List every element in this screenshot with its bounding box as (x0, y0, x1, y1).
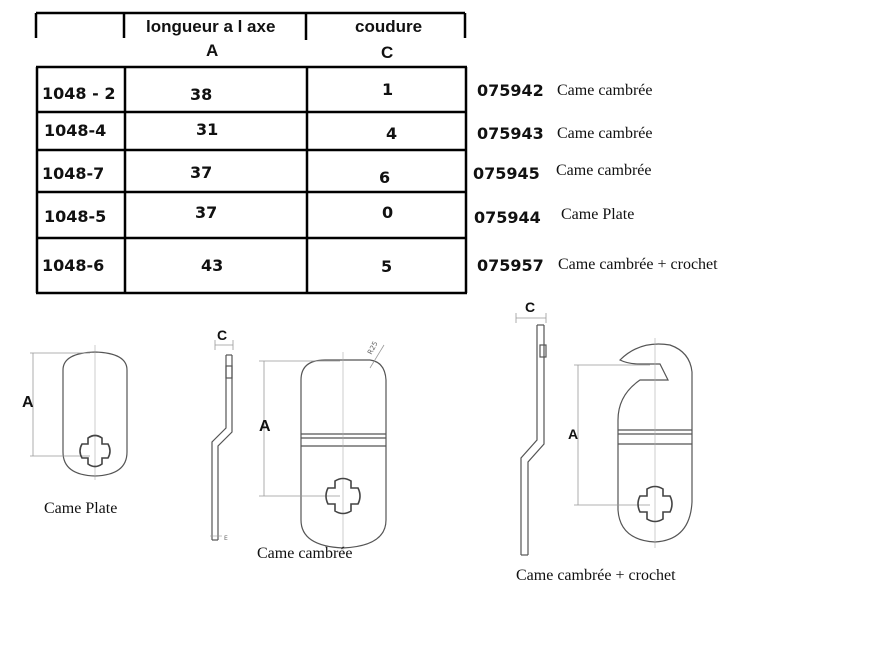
crochet-dim-c: C (525, 299, 536, 315)
header-length-label: longueur a l axe (146, 17, 276, 36)
row-desc: Came cambrée (556, 162, 652, 179)
row-ref: 1048-6 (42, 256, 105, 275)
row-c: 6 (379, 168, 391, 187)
cambree-dim-c: C (217, 327, 228, 343)
row-code: 075945 (473, 164, 540, 183)
row-ref: 1048-4 (44, 121, 107, 140)
row-desc: Came Plate (561, 206, 635, 223)
row-code: 075957 (477, 256, 544, 275)
row-a: 37 (190, 163, 213, 182)
cambree-profile (210, 340, 234, 541)
cambree-caption: Came cambrée (257, 545, 353, 562)
cambree-dim-a: A (259, 418, 271, 435)
crochet-profile (515, 313, 547, 556)
plate-drawing (30, 345, 128, 480)
plate-dim-a: A (22, 394, 34, 411)
row-desc: Came cambrée + crochet (558, 256, 718, 273)
row-c: 4 (386, 124, 398, 143)
row-code: 075944 (474, 208, 541, 227)
row-ref: 1048 - 2 (42, 84, 116, 103)
row-desc: Came cambrée (557, 125, 653, 142)
crochet-caption: Came cambrée + crochet (516, 567, 676, 584)
header-length-symbol: A (206, 41, 219, 60)
row-c: 1 (382, 80, 394, 99)
row-c: 5 (381, 257, 393, 276)
row-a: 31 (196, 120, 219, 139)
row-desc: Came cambrée (557, 82, 653, 99)
header-bend-symbol: C (381, 43, 394, 62)
row-a: 38 (190, 85, 213, 104)
cambree-small-e: E (224, 535, 228, 542)
crochet-dim-a: A (568, 426, 579, 442)
row-code: 075942 (477, 81, 544, 100)
row-a: 43 (201, 256, 224, 275)
row-c: 0 (382, 203, 394, 222)
row-ref: 1048-5 (44, 207, 107, 226)
row-a: 37 (195, 203, 218, 222)
header-bend-label: coudure (355, 17, 423, 36)
crochet-front (574, 338, 693, 548)
row-ref: 1048-7 (42, 164, 105, 183)
row-code: 075943 (477, 124, 544, 143)
cambree-front (259, 344, 387, 555)
plate-caption: Came Plate (44, 500, 118, 517)
